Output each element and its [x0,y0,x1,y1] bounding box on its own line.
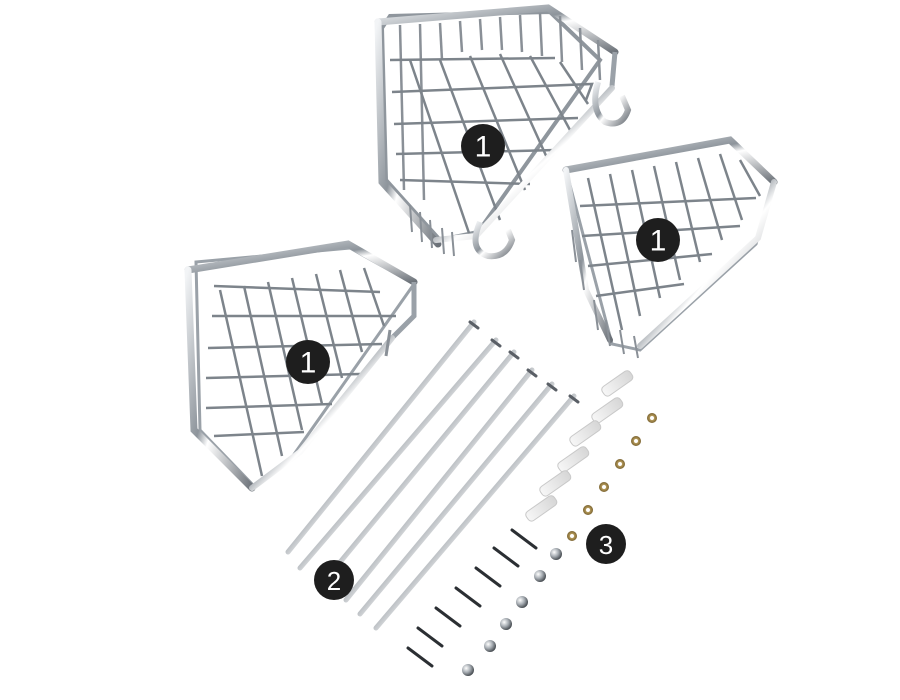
wall-plugs [525,370,634,522]
corner-basket-top [374,4,632,260]
badge-hardware: 3 [586,524,626,564]
washers [567,413,657,541]
badge-rods: 2 [314,560,354,600]
badge-rods-label: 2 [327,566,341,596]
badge-basket-right: 1 [636,218,680,262]
badge-basket-left-label: 1 [300,347,317,380]
badge-basket-top: 1 [461,124,505,168]
badge-basket-right-label: 1 [650,225,667,258]
screw-caps [462,548,562,676]
badge-basket-top-label: 1 [475,131,492,164]
screws [406,528,538,668]
badge-basket-left: 1 [286,340,330,384]
badge-hardware-label: 3 [599,530,613,560]
tension-rods [285,319,580,631]
corner-basket-left [184,240,418,492]
